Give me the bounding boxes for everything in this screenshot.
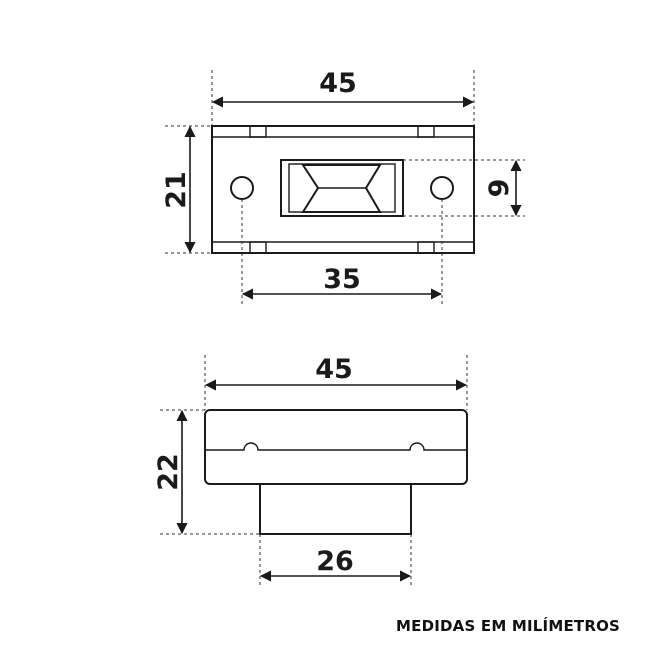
notch-top-left [249, 125, 267, 138]
dim-label-side-height: 22 [153, 453, 184, 491]
dim-label-side-width: 45 [315, 354, 353, 385]
top-view: 45 21 35 9 [161, 68, 525, 305]
notch-bottom-left [249, 241, 267, 254]
mounting-hole-left [230, 176, 254, 200]
dim-label-slot-height: 9 [484, 179, 515, 198]
dim-label-base-width: 26 [316, 546, 354, 577]
dim-label-top-height: 21 [161, 171, 192, 209]
mounting-hole-right [430, 176, 454, 200]
notch-top-right [417, 125, 435, 138]
notch-bottom-right [417, 241, 435, 254]
dim-label-top-width: 45 [319, 68, 357, 99]
side-view-split-line [205, 442, 467, 451]
units-caption: MEDIDAS EM MILÍMETROS [396, 617, 621, 635]
dim-label-hole-spacing: 35 [323, 264, 361, 295]
side-view: 45 22 26 [153, 354, 468, 585]
side-view-base [259, 483, 412, 535]
